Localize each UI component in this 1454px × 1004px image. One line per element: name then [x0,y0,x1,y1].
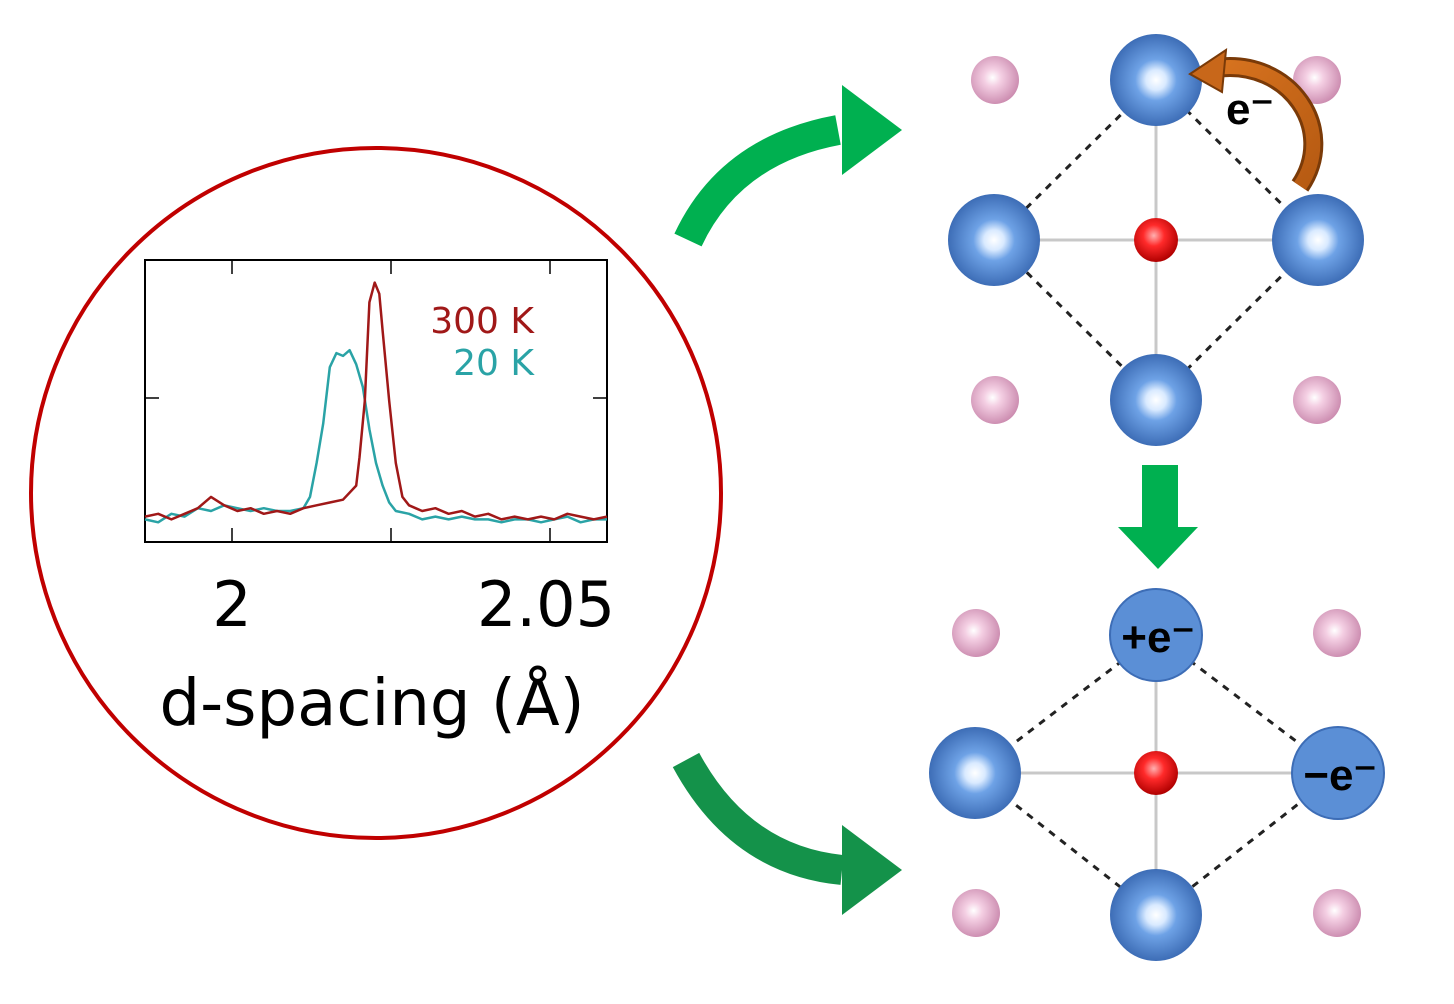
minus-electron-label: −e⁻ [1303,751,1376,800]
pink-atom [1313,609,1361,657]
pink-atom [1313,889,1361,937]
electron-hop-arrow [1188,48,1324,192]
pink-atom [952,889,1000,937]
green-arrow-up [674,85,902,247]
blue-atom-top [1110,34,1202,126]
x-tick-label-2.05: 2.05 [477,568,615,641]
blue-atom-right [1272,194,1364,286]
legend-20K: 20 K [453,343,535,384]
pink-atom [1293,376,1341,424]
red-atom-center [1134,751,1178,795]
series-line-20K [144,348,607,524]
x-tick-label-2: 2 [212,568,251,641]
green-arrow-between-panels [1118,465,1198,569]
pink-atom [1293,56,1341,104]
blue-atom-right-charged [1291,726,1385,820]
series-layer [144,281,608,524]
green-arrow-down [672,752,902,915]
blue-atom-bottom [1110,869,1202,961]
red-atom-center [1134,218,1178,262]
electron-label: e⁻ [1226,85,1274,134]
blue-atom-top-charged [1109,588,1203,682]
legend-300K: 300 K [430,301,535,342]
tick-marks [145,260,607,542]
lattice-top: e⁻ [948,34,1364,446]
lattice-bottom: +e⁻ −e⁻ [929,588,1385,961]
pink-atom [971,56,1019,104]
x-axis-title: d-spacing (Å) [159,665,584,741]
pink-atom [971,376,1019,424]
blue-atom-left [948,194,1040,286]
blue-atom-left [929,727,1021,819]
series-line-300K [144,281,608,521]
blue-atom-bottom [1110,354,1202,446]
plot-frame [144,259,608,543]
highlight-circle [29,146,723,840]
pink-atom [952,609,1000,657]
plus-electron-label: +e⁻ [1121,613,1194,662]
lattice-top-dashed-square [991,77,1321,403]
chart-panel: 300 K 20 K 2 2.05 d-spacing (Å) [29,146,723,840]
